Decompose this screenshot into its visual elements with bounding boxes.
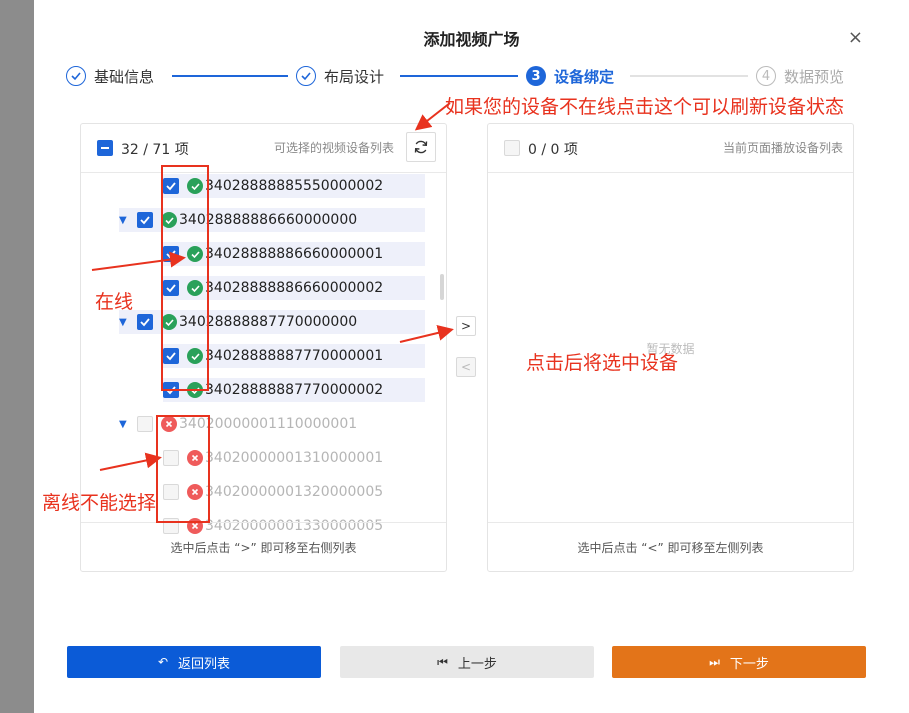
undo-icon: ↶ xyxy=(157,655,169,669)
right-panel-header: 0 / 0 项 当前页面播放设备列表 xyxy=(488,124,853,173)
device-checkbox[interactable] xyxy=(163,178,179,194)
right-panel-footer: 选中后点击 “<” 即可移至左侧列表 xyxy=(488,522,853,571)
device-checkbox xyxy=(137,416,153,432)
device-name: 34028888886660000000 xyxy=(179,212,358,228)
device-row[interactable]: 34028888887770000001 xyxy=(163,344,425,368)
device-name: 34028888886660000002 xyxy=(205,280,384,296)
device-row: 34020000001320000005 xyxy=(163,480,425,504)
step-label: 布局设计 xyxy=(324,67,385,86)
step-label: 数据预览 xyxy=(784,67,845,86)
refresh-icon[interactable] xyxy=(406,132,436,162)
move-right-button[interactable]: > xyxy=(456,316,476,336)
device-name: 34028888885550000002 xyxy=(205,178,384,194)
step-connector xyxy=(172,75,288,77)
step-label: 设备绑定 xyxy=(554,67,615,86)
steps-bar: 基础信息 布局设计 3 设备绑定 4 数据预览 xyxy=(66,64,896,88)
step-connector xyxy=(400,75,518,77)
device-checkbox xyxy=(163,450,179,466)
move-tip-annotation: 点击后将选中设备 xyxy=(526,352,679,374)
check-icon xyxy=(66,66,86,86)
device-checkbox[interactable] xyxy=(137,314,153,330)
device-row[interactable]: 34028888885550000002 xyxy=(163,174,425,198)
selected-count: 0 / 0 项 xyxy=(528,142,578,158)
online-annotation: 在线 xyxy=(95,291,134,313)
online-status-icon xyxy=(161,314,177,330)
next-step-label: 下一步 xyxy=(729,656,769,672)
prev-step-label: 上一步 xyxy=(457,656,497,672)
device-row: 34020000001310000001 xyxy=(163,446,425,470)
step-layout-design[interactable]: 布局设计 xyxy=(296,64,384,88)
online-status-icon xyxy=(187,280,203,296)
left-panel-header: 32 / 71 项 可选择的视频设备列表 xyxy=(81,124,446,173)
device-checkbox[interactable] xyxy=(163,280,179,296)
device-name: 34028888887770000001 xyxy=(205,348,384,364)
caret-down-icon[interactable]: ▼ xyxy=(119,214,127,226)
refresh-tip-annotation: 如果您的设备不在线点击这个可以刷新设备状态 xyxy=(445,96,845,118)
device-group-row[interactable]: ▼ 34028888887770000000 xyxy=(119,310,425,334)
left-panel-subtitle: 可选择的视频设备列表 xyxy=(273,141,394,155)
offline-status-icon xyxy=(187,450,203,466)
skip-forward-icon: ⏭ xyxy=(709,654,720,669)
device-row[interactable]: 34028888886660000001 xyxy=(163,242,425,266)
left-panel-footer: 选中后点击 “>” 即可移至右侧列表 xyxy=(81,522,446,571)
device-checkbox xyxy=(163,484,179,500)
step-data-preview[interactable]: 4 数据预览 xyxy=(756,64,844,88)
step-number: 3 xyxy=(526,66,546,86)
empty-text: 暂无数据 xyxy=(646,342,695,356)
device-row[interactable]: 34028888886660000002 xyxy=(163,276,425,300)
step-connector xyxy=(630,75,748,77)
online-status-icon xyxy=(187,178,203,194)
step-label: 基础信息 xyxy=(94,67,155,86)
back-to-list-label: 返回列表 xyxy=(178,656,231,672)
offline-status-icon xyxy=(187,484,203,500)
device-group-row[interactable]: ▼ 34020000001110000001 xyxy=(119,412,425,436)
device-name: 34028888886660000001 xyxy=(205,246,384,262)
device-name: 34028888887770000002 xyxy=(205,382,384,398)
step-basic-info[interactable]: 基础信息 xyxy=(66,64,154,88)
device-name: 34020000001310000001 xyxy=(205,450,384,466)
left-transfer-panel: 32 / 71 项 可选择的视频设备列表 3402888888555000000… xyxy=(80,123,447,572)
online-status-icon xyxy=(187,246,203,262)
close-icon[interactable]: × xyxy=(847,27,863,48)
check-icon xyxy=(296,66,316,86)
move-left-button[interactable]: < xyxy=(456,357,476,377)
skip-back-icon: ⏮ xyxy=(437,654,448,669)
step-device-binding[interactable]: 3 设备绑定 xyxy=(526,64,614,88)
selected-count: 32 / 71 项 xyxy=(121,142,189,158)
caret-down-icon[interactable]: ▼ xyxy=(119,418,127,430)
right-panel-subtitle: 当前页面播放设备列表 xyxy=(722,141,843,155)
back-to-list-button[interactable]: ↶ 返回列表 xyxy=(67,646,321,678)
select-all-checkbox[interactable] xyxy=(97,140,113,156)
device-checkbox[interactable] xyxy=(163,348,179,364)
step-number: 4 xyxy=(756,66,776,86)
device-checkbox[interactable] xyxy=(137,212,153,228)
select-all-checkbox[interactable] xyxy=(504,140,520,156)
online-status-icon xyxy=(187,348,203,364)
offline-annotation: 离线不能选择 xyxy=(42,492,157,514)
scrollbar-thumb[interactable] xyxy=(440,274,444,300)
dialog-title: 添加视频广场 xyxy=(423,30,520,49)
offline-highlight-box xyxy=(156,415,210,523)
prev-step-button[interactable]: ⏮ 上一步 xyxy=(340,646,594,678)
right-transfer-panel: 0 / 0 项 当前页面播放设备列表 暂无数据 选中后点击 “<” 即可移至左侧… xyxy=(487,123,854,572)
online-status-icon xyxy=(161,212,177,228)
device-tree: 34028888885550000002 ▼ 34028888886660000… xyxy=(81,173,446,534)
device-name: 34028888887770000000 xyxy=(179,314,358,330)
next-step-button[interactable]: ⏭ 下一步 xyxy=(612,646,866,678)
device-group-row[interactable]: ▼ 34028888886660000000 xyxy=(119,208,425,232)
caret-down-icon[interactable]: ▼ xyxy=(119,316,127,328)
device-name: 34020000001320000005 xyxy=(205,484,384,500)
device-name: 34020000001110000001 xyxy=(179,416,358,432)
offline-status-icon xyxy=(161,416,177,432)
online-highlight-box xyxy=(161,165,209,391)
